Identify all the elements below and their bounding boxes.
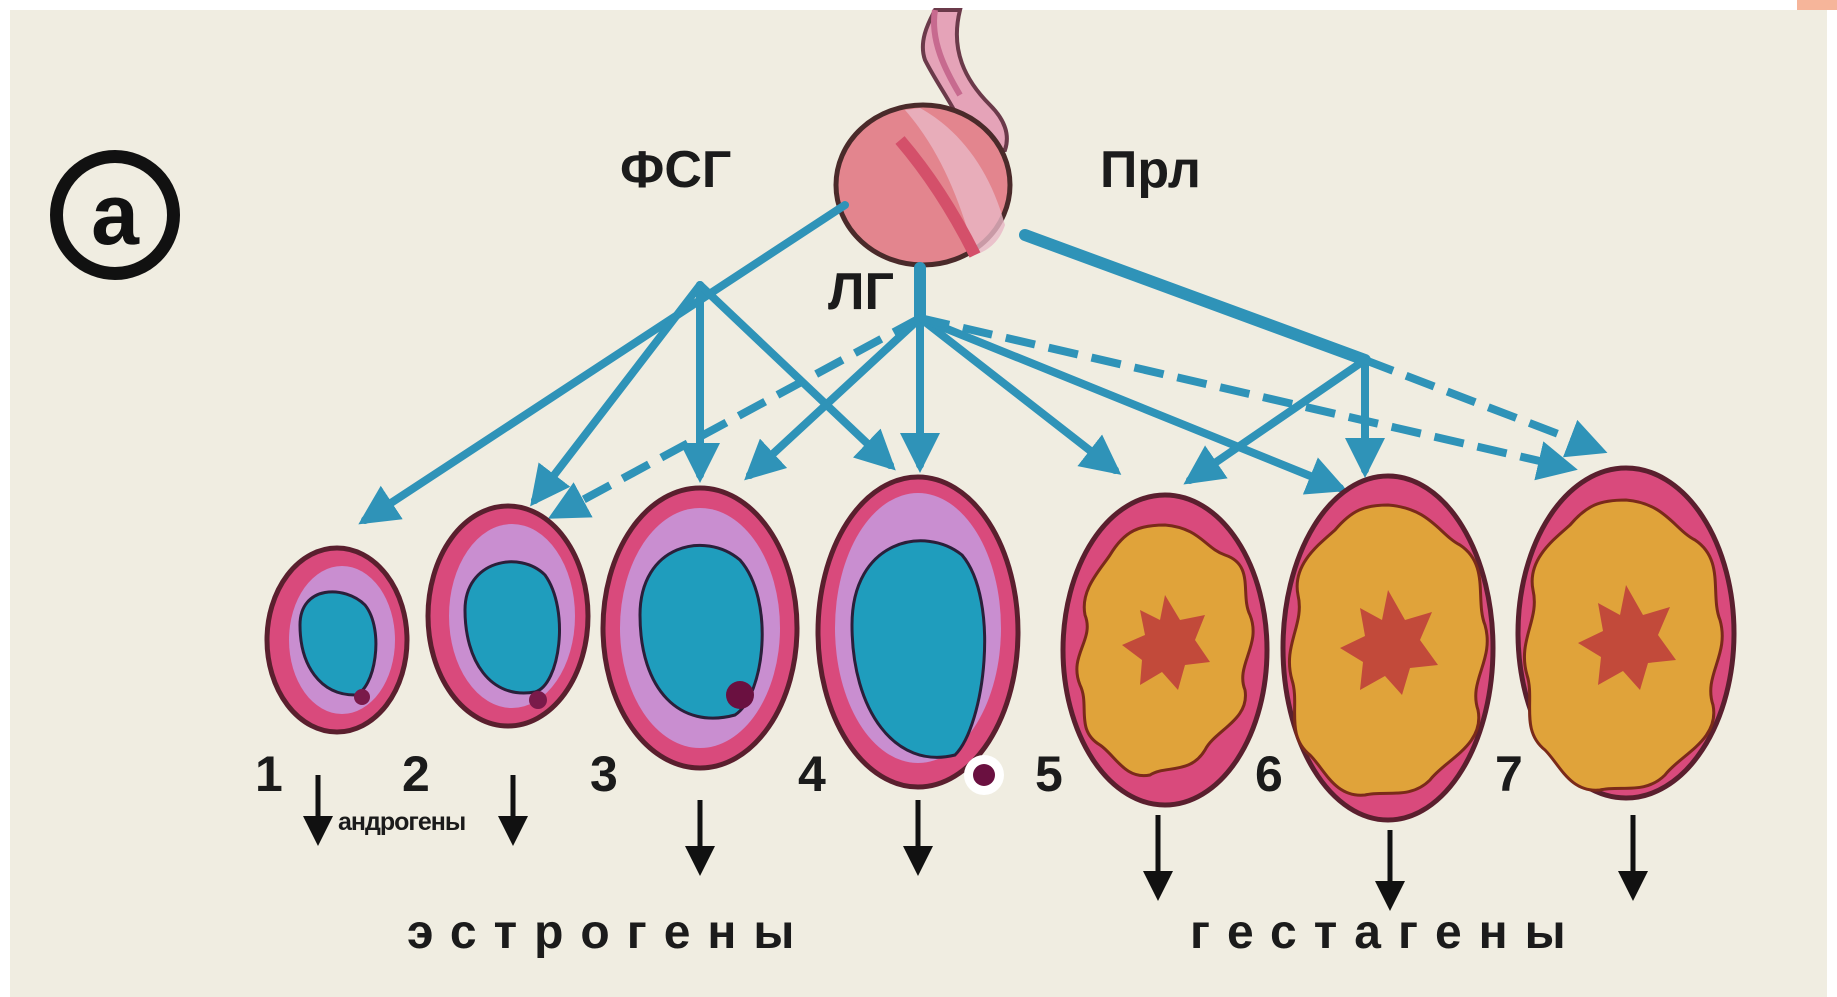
follicle-number-3: 3 [590,745,618,803]
follicle-5 [1063,495,1267,805]
follicle-1 [267,548,407,732]
follicle-number-2: 2 [402,745,430,803]
dashed-hormone-arrows [555,318,1600,515]
prl-label: Прл [1100,140,1201,200]
follicle-number-4: 4 [798,745,826,803]
hormone-arrows [365,205,1365,520]
follicle-number-6: 6 [1255,745,1283,803]
pituitary-gland [836,10,1010,265]
follicle-7 [1518,468,1734,798]
follicle-number-1: 1 [255,745,283,803]
follicle-number-7: 7 [1495,745,1523,803]
estrogens-label: эстрогены [407,905,811,960]
follicle-4 [818,477,1018,795]
follicle-6 [1283,476,1493,820]
androgens-label: андрогены [338,808,465,837]
panel-label: а [50,150,180,280]
follicle-2 [428,506,588,726]
follicle-3 [603,488,797,768]
follicle-number-5: 5 [1035,745,1063,803]
lh-label: ЛГ [828,262,894,322]
gestagens-label: гестагены [1190,905,1583,960]
fsh-label: ФСГ [620,140,731,200]
